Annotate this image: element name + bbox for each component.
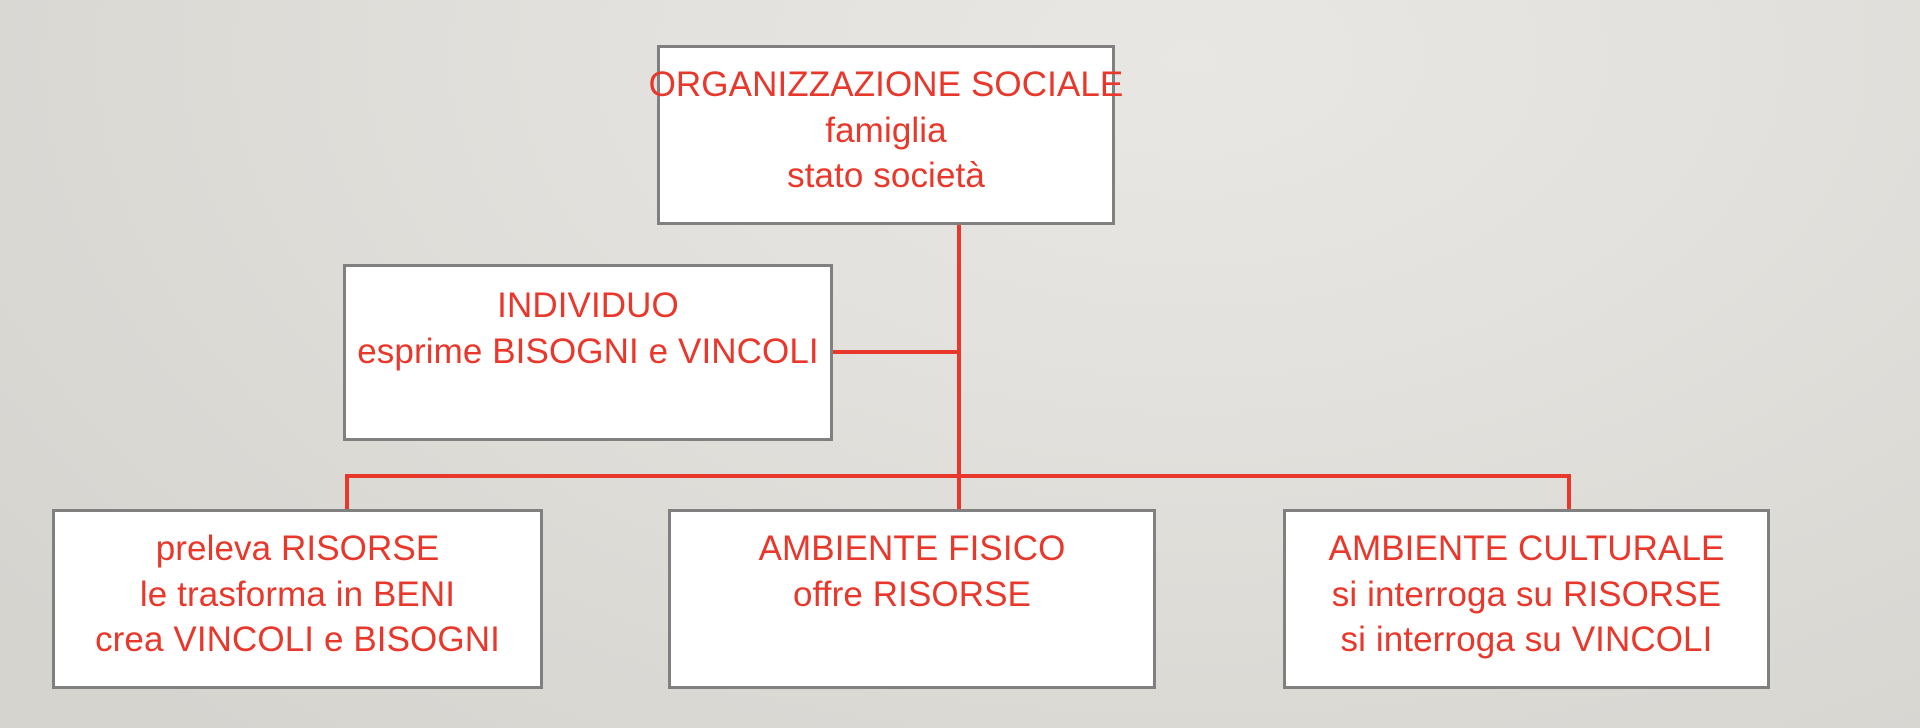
connector-drop-right	[1567, 474, 1571, 512]
node-preleva-risorse-line-3: crea VINCOLI e BISOGNI	[95, 620, 500, 659]
node-individuo[interactable]: INDIVIDUO esprime BISOGNI e VINCOLI	[343, 264, 833, 441]
node-preleva-risorse[interactable]: preleva RISORSE le trasforma in BENI cre…	[52, 509, 543, 689]
node-organizzazione-sociale-line-1: ORGANIZZAZIONE SOCIALE	[648, 65, 1124, 104]
connector-branch-horizontal	[345, 474, 1571, 478]
node-individuo-line-1: INDIVIDUO	[497, 286, 679, 325]
node-individuo-line-2: esprime BISOGNI e VINCOLI	[357, 331, 819, 371]
connector-trunk-vertical	[957, 222, 961, 512]
node-organizzazione-sociale-line-2: famiglia	[825, 110, 947, 150]
node-preleva-risorse-line-2: le trasforma in BENI	[139, 574, 456, 614]
node-ambiente-culturale[interactable]: AMBIENTE CULTURALE si interroga su RISOR…	[1283, 509, 1770, 689]
node-ambiente-culturale-line-3: si interroga su VINCOLI	[1340, 620, 1713, 659]
connector-drop-left	[345, 474, 349, 512]
node-organizzazione-sociale[interactable]: ORGANIZZAZIONE SOCIALE famiglia stato so…	[649, 45, 1123, 225]
node-organizzazione-sociale-line-3: stato società	[787, 156, 985, 195]
node-preleva-risorse-line-1: preleva RISORSE	[155, 529, 440, 568]
node-ambiente-fisico[interactable]: AMBIENTE FISICO offre RISORSE	[668, 509, 1156, 689]
node-ambiente-culturale-line-2: si interroga su RISORSE	[1331, 574, 1722, 614]
node-ambiente-fisico-line-2: offre RISORSE	[793, 574, 1031, 614]
connector-individuo-horizontal	[831, 350, 959, 354]
node-ambiente-culturale-line-1: AMBIENTE CULTURALE	[1328, 529, 1725, 568]
node-ambiente-fisico-line-1: AMBIENTE FISICO	[758, 529, 1066, 568]
